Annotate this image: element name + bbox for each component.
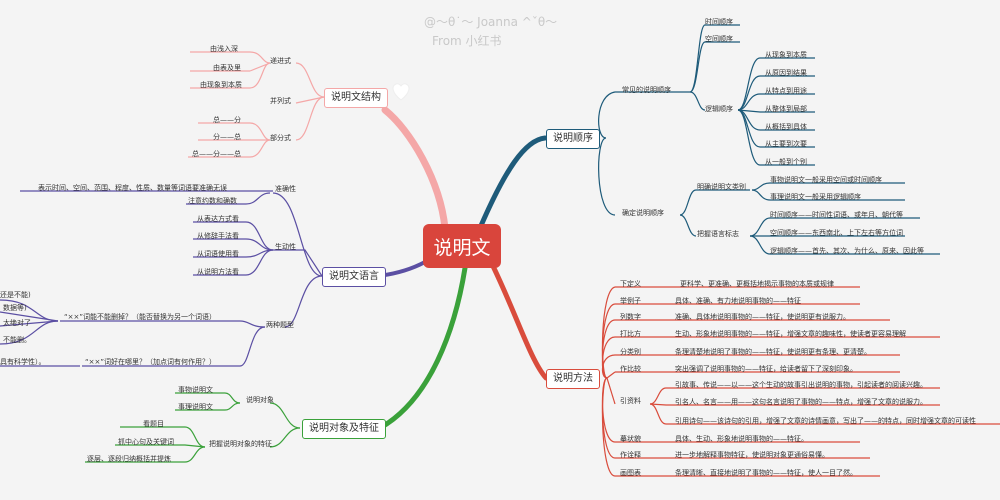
node-object[interactable]: 说明对象及特征 [302,419,386,439]
node-language[interactable]: 说明文语言 [322,267,386,287]
heart-leaf-icon [390,80,412,102]
cut-fragment-3: 太绝对了 [3,319,31,327]
leaf-logic-4[interactable]: 从整体到局部 [765,105,807,113]
leaf-feature-2[interactable]: 抓中心句及关键词 [118,438,174,446]
node-progressive[interactable]: 递进式 [270,57,291,65]
leaf-marker-1[interactable]: 时间顺序——时间性词语、或年月、朝代等 [770,211,903,219]
leaf-part-3[interactable]: 总——分——总 [192,150,241,158]
method-name-describe[interactable]: 摹状貌 [620,435,641,443]
method-name-definition[interactable]: 下定义 [620,280,641,288]
method-name-example[interactable]: 举例子 [620,297,641,305]
method-name-chart[interactable]: 画图表 [620,469,641,477]
method-cite-1: 引故事、传说——以——这个生动的故事引出说明的事物，引起读者的阅读兴趣。 [675,381,927,389]
node-structure[interactable]: 说明文结构 [324,88,388,108]
leaf-logic-1[interactable]: 从现象到本质 [765,51,807,59]
method-desc-example: 具体、准确、有力地说明事物的——特征 [675,297,801,305]
method-name-compare[interactable]: 作比较 [620,365,641,373]
leaf-object-2[interactable]: 事理说明文 [178,403,213,411]
node-determine-order[interactable]: 确定说明顺序 [622,209,664,217]
method-name-classify[interactable]: 分类别 [620,348,641,356]
branch-order-line [477,135,548,231]
leaf-question-2[interactable]: “××”词好在哪里？（加点词有何作用？） [85,358,216,366]
leaf-logic-6[interactable]: 从主要到次要 [765,140,807,148]
node-part[interactable]: 部分式 [270,134,291,142]
leaf-vivid-2[interactable]: 从修辞手法看 [197,232,239,240]
cut-fragment-5: 具有科学性）。 [0,358,46,366]
leaf-question-1[interactable]: “××”词能不能删掉？（能否替换为另一个词语） [64,313,216,321]
node-object-feature[interactable]: 把握说明对象的特征 [209,440,272,448]
branch-object-line [377,265,468,431]
method-desc-chart: 条理清晰、直接地说明了事物的——特征，使人一目了然。 [675,469,857,477]
leaf-time-order[interactable]: 时间顺序 [705,18,733,26]
method-cite-3: 引用诗句——该诗句的引用，增强了文章的诗情画意，写出了——的特点，同时增强文章的… [675,417,976,425]
watermark: @～θ˙～ Joanna ^ˇθ～ From 小红书 [424,13,557,51]
leaf-category-2[interactable]: 事理说明文一般采用逻辑顺序 [770,193,861,201]
method-name-numbers[interactable]: 列数字 [620,313,641,321]
node-logic-order[interactable]: 逻辑顺序 [705,105,733,113]
branch-method-line [487,257,549,381]
leaf-vivid-4[interactable]: 从说明方法看 [197,268,239,276]
leaf-marker-3[interactable]: 逻辑顺序——首先、其次、为什么、原来、因此等 [770,247,924,255]
watermark-line2: From 小红书 [432,34,502,49]
leaf-vivid-1[interactable]: 从表达方式看 [197,215,239,223]
node-accuracy[interactable]: 准确性 [275,185,296,193]
cut-fragment-1: 还是不能) [0,291,31,299]
method-name-citation[interactable]: 引资料 [620,397,641,405]
center-node[interactable]: 说明文 [423,224,501,268]
method-desc-numbers: 准确、具体地说明事物的——特征，使说明更有说服力。 [675,313,850,321]
node-vividness[interactable]: 生动性 [275,243,296,251]
leaf-category-1[interactable]: 事物说明文一般采用空间或时间顺序 [770,176,882,184]
leaf-logic-2[interactable]: 从原因到结果 [765,69,807,77]
leaf-object-1[interactable]: 事物说明文 [178,386,213,394]
method-desc-definition: 更科学、更准确、更概括地揭示事物的本质或规律 [680,280,834,288]
leaf-part-1[interactable]: 总——分 [213,116,241,124]
node-method[interactable]: 说明方法 [546,369,600,389]
node-common-order[interactable]: 常见的说明顺序 [622,86,671,94]
leaf-part-2[interactable]: 分——总 [213,133,241,141]
leaf-feature-1[interactable]: 看题目 [143,420,164,428]
cut-fragment-2: 数据等) [3,304,27,312]
leaf-logic-3[interactable]: 从特点到用途 [765,87,807,95]
leaf-progressive-1[interactable]: 由浅入深 [210,45,238,53]
method-name-metaphor[interactable]: 打比方 [620,330,641,338]
method-desc-describe: 具体、生动、形象地说明事物的——特征。 [675,435,808,443]
method-desc-classify: 条理清楚地说明了事物的——特征，使说明更有条理、更清楚。 [675,348,871,356]
node-parallel[interactable]: 并列式 [270,97,291,105]
leaf-logic-7[interactable]: 从一般到个别 [765,158,807,166]
cut-fragment-4: 不能删。 [3,336,31,344]
method-name-explain[interactable]: 作诠释 [620,451,641,459]
method-cite-2: 引名人、名言——用——这句名言说明了事物的——特点，增强了文章的说服力。 [675,398,927,406]
node-language-marker[interactable]: 把握语言标志 [697,230,739,238]
leaf-accuracy-2[interactable]: 注意约数和确数 [188,197,237,205]
node-order[interactable]: 说明顺序 [546,129,600,149]
node-object-target[interactable]: 说明对象 [246,396,274,404]
leaf-accuracy-1[interactable]: 表示时间、空间、范围、程度、性质、数量等词语要准确无误 [38,184,227,192]
watermark-line1: @～θ˙～ Joanna ^ˇθ～ [424,15,558,29]
leaf-logic-5[interactable]: 从概括到具体 [765,123,807,131]
leaf-space-order[interactable]: 空间顺序 [705,35,733,43]
node-clarify-category[interactable]: 明确说明文类别 [697,183,746,191]
method-desc-explain: 进一步地解释事物特征，使说明对象更通俗易懂。 [675,451,829,459]
leaf-marker-2[interactable]: 空间顺序——东西南北、上下左右等方位词 [770,229,903,237]
leaf-progressive-2[interactable]: 由表及里 [213,64,241,72]
method-desc-metaphor: 生动、形象地说明事物的——特征，增强文章的趣味性，使读者更容易理解 [675,330,906,338]
branch-structure-line [381,106,449,232]
method-desc-compare: 突出强调了说明事物的——特征，给读者留下了深刻印象。 [675,365,857,373]
leaf-progressive-3[interactable]: 由现象到本质 [200,81,242,89]
leaf-feature-3[interactable]: 逐层、逐段归纳概括并提炼 [87,455,171,463]
node-two-question-types[interactable]: 两种题型 [266,321,294,329]
leaf-vivid-3[interactable]: 从词语使用看 [197,250,239,258]
